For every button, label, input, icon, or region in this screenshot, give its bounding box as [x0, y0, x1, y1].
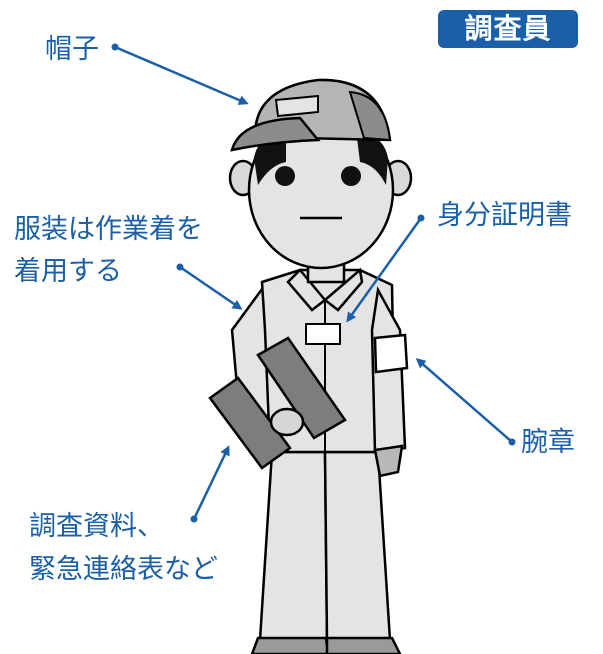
right-eye — [341, 166, 361, 186]
trousers — [258, 450, 392, 642]
collar — [286, 267, 364, 312]
label-hat: 帽子 — [45, 34, 99, 65]
right-hand — [373, 444, 404, 478]
label-armband: 腕章 — [521, 427, 575, 458]
armband — [373, 333, 409, 374]
callout-arrows — [111, 43, 516, 523]
label-clothing-line1: 服装は作業着を — [14, 214, 203, 245]
label-clothing-line2: 着用する — [14, 256, 122, 287]
role-badge: 調査員 — [438, 10, 578, 48]
cap — [230, 78, 392, 152]
shoes — [250, 636, 402, 654]
arrow-clothes — [179, 265, 243, 310]
arrow-id — [346, 217, 423, 323]
left-hand — [269, 407, 305, 437]
label-id-card: 身分証明書 — [437, 200, 572, 231]
label-documents-line2: 緊急連絡表など — [29, 554, 218, 585]
id-card — [305, 323, 341, 345]
label-documents-line1: 調査資料、 — [29, 511, 164, 542]
arrow-armband — [415, 358, 513, 443]
hair-right — [356, 130, 388, 185]
left-eye — [275, 166, 295, 186]
arrow-hat — [114, 45, 249, 105]
arrow-docs — [192, 445, 230, 520]
